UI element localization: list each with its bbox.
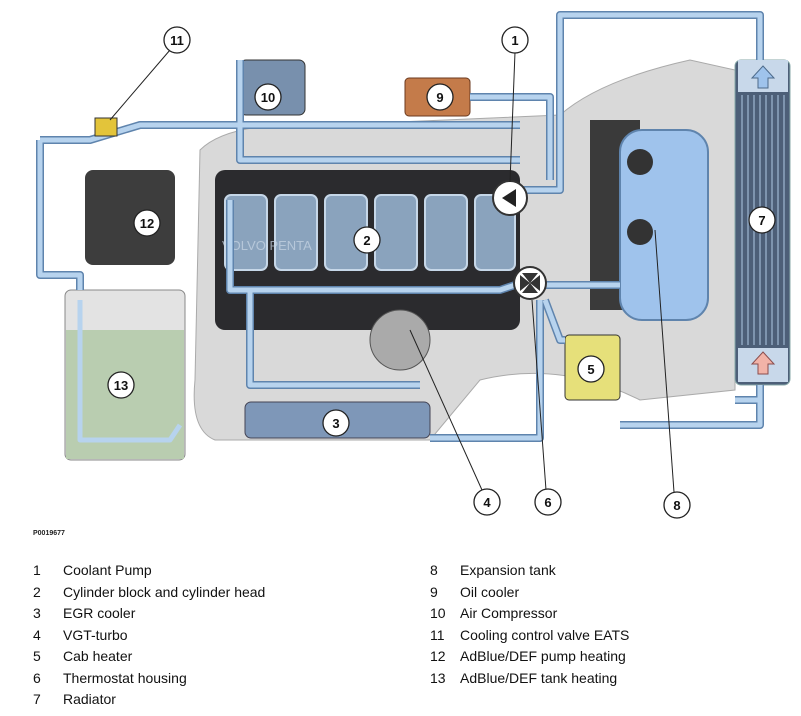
- callout-11: 11: [163, 26, 191, 54]
- watermark-text: VOLVO PENTA: [222, 238, 312, 253]
- callout-10: 10: [254, 83, 282, 111]
- legend-number: 13: [430, 669, 446, 686]
- leader-lines: [109, 49, 675, 493]
- legend-number: 12: [430, 648, 446, 664]
- svg-text:1: 1: [511, 33, 518, 48]
- legend-right: 8 Expansion tank 9 Oil cooler 10 Air Compre…: [430, 562, 629, 691]
- figure-code: P0019677: [33, 530, 65, 537]
- legend-item: 4 VGT-turbo: [33, 627, 265, 649]
- legend-label: VGT-turbo: [63, 626, 128, 643]
- legend-label: Thermostat housing: [63, 669, 187, 686]
- flow-arrow-up-icon: [750, 65, 776, 89]
- legend-label: Cab heater: [63, 648, 133, 664]
- legend-label: Oil cooler: [460, 583, 520, 600]
- legend-label: EGR cooler: [63, 605, 136, 621]
- legend-label: AdBlue/DEF tank heating: [460, 669, 618, 686]
- legend-item: 11 Cooling control valve EATS: [430, 627, 629, 649]
- legend-item: 10 Air Compressor: [430, 605, 629, 627]
- legend-number: 9: [430, 583, 438, 600]
- svg-text:2: 2: [363, 233, 370, 248]
- legend-item: 8 Expansion tank: [430, 562, 629, 584]
- coolant-pipes: [36, 11, 764, 443]
- radiator-fins: [741, 95, 785, 345]
- legend-number: 3: [33, 605, 41, 621]
- legend-item: 9 Oil cooler: [430, 584, 629, 606]
- cooling-control-valve: [94, 117, 118, 137]
- legend-label: Air Compressor: [460, 605, 558, 621]
- expansion-tank: [619, 129, 709, 321]
- callout-12: 12: [133, 209, 161, 237]
- legend-label: Coolant Pump: [63, 562, 152, 578]
- tank-cap: [627, 149, 653, 175]
- legend-number: 2: [33, 583, 41, 600]
- legend-number: 8: [430, 562, 438, 578]
- legend-item: 13 AdBlue/DEF tank heating: [430, 670, 629, 692]
- callout-3: 3: [322, 409, 350, 437]
- svg-text:5: 5: [587, 362, 594, 377]
- svg-text:10: 10: [261, 90, 275, 105]
- legend-label: Cooling control valve EATS: [460, 626, 630, 643]
- callout-13: 13: [107, 371, 135, 399]
- adblue-pump: [85, 170, 175, 265]
- callout-9: 9: [426, 83, 454, 111]
- legend-item: 2 Cylinder block and cylinder head: [33, 584, 265, 606]
- hot-flow-arrow-up-icon: [750, 351, 776, 375]
- pump-direction-icon: [502, 189, 516, 207]
- legend-item: 1 Coolant Pump: [33, 562, 265, 584]
- callout-8: 8: [663, 491, 691, 519]
- legend-item: 7 Radiator: [33, 691, 265, 713]
- thermostat-icon: [520, 273, 540, 293]
- svg-text:7: 7: [758, 213, 765, 228]
- callout-4: 4: [473, 488, 501, 516]
- legend-label: Radiator: [63, 691, 116, 707]
- svg-text:8: 8: [673, 498, 680, 513]
- tank-valve: [627, 219, 653, 245]
- legend-number: 1: [33, 562, 41, 578]
- svg-text:9: 9: [436, 90, 443, 105]
- legend-label: AdBlue/DEF pump heating: [460, 648, 626, 664]
- legend-number: 7: [33, 691, 41, 707]
- vgt-turbo: [369, 309, 431, 371]
- svg-text:4: 4: [483, 495, 491, 510]
- svg-text:12: 12: [140, 216, 154, 231]
- legend-item: 6 Thermostat housing: [33, 670, 265, 692]
- legend-number: 10: [430, 605, 446, 621]
- legend-number: 6: [33, 669, 41, 686]
- callout-1: 1: [501, 26, 529, 54]
- legend-number: 11: [430, 626, 445, 643]
- legend-label: Cylinder block and cylinder head: [63, 583, 266, 600]
- cooling-system-diagram: VOLVO PENTA: [36, 11, 791, 519]
- callout-6: 6: [534, 488, 562, 516]
- svg-text:13: 13: [114, 378, 128, 393]
- legend-label: Expansion tank: [460, 562, 556, 578]
- legend-left: 1 Coolant Pump 2 Cylinder block and cylind…: [33, 562, 265, 713]
- legend-number: 4: [33, 626, 41, 643]
- callout-5: 5: [577, 355, 605, 383]
- legend-number: 5: [33, 648, 41, 664]
- svg-text:6: 6: [544, 495, 551, 510]
- callout-2: 2: [353, 226, 381, 254]
- callout-7: 7: [748, 206, 776, 234]
- svg-text:11: 11: [170, 33, 184, 48]
- legend-item: 3 EGR cooler: [33, 605, 265, 627]
- legend-item: 5 Cab heater: [33, 648, 265, 670]
- legend-item: 12 AdBlue/DEF pump heating: [430, 648, 629, 670]
- svg-text:3: 3: [332, 416, 339, 431]
